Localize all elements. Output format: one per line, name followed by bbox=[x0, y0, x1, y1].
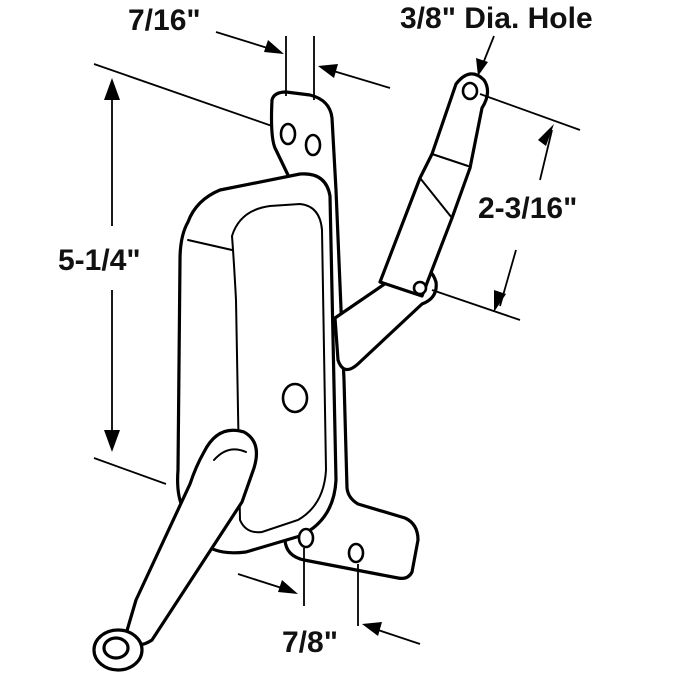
handle-knob-face bbox=[102, 636, 130, 660]
long-link-arm bbox=[378, 72, 490, 298]
handle-edge-line bbox=[213, 448, 247, 461]
housing-face bbox=[230, 202, 328, 534]
width-bottom-label: 7/8" bbox=[282, 626, 338, 659]
hole-diameter-label: 3/8" Dia. Hole bbox=[400, 2, 593, 35]
arm-end-hole bbox=[461, 81, 479, 101]
arm-pivot-rivet bbox=[412, 280, 428, 296]
mount-hole-bottom-left bbox=[297, 527, 315, 549]
dimension-width-bottom: 7/8" bbox=[237, 548, 421, 659]
mount-hole-top-right bbox=[304, 133, 322, 157]
arm-edge-line bbox=[419, 177, 453, 219]
dimension-hole-diameter: 3/8" Dia. Hole bbox=[400, 2, 593, 76]
arm-length-label: 2-3/16" bbox=[478, 192, 577, 225]
crank-handle bbox=[124, 428, 258, 647]
arm-bend-line bbox=[431, 153, 469, 167]
mount-hole-top-left bbox=[279, 122, 297, 146]
dimension-arm-length: 2-3/16" bbox=[431, 93, 581, 321]
dimension-width-top: 7/16" bbox=[128, 4, 391, 100]
shaft-hole bbox=[281, 382, 309, 414]
height-label: 5-1/4" bbox=[58, 244, 141, 277]
dimension-height: 5-1/4" bbox=[58, 63, 273, 485]
width-top-label: 7/16" bbox=[128, 4, 201, 37]
housing-edge-line bbox=[187, 239, 233, 251]
mount-hole-bottom-right bbox=[347, 542, 365, 564]
window-crank-operator bbox=[92, 72, 490, 672]
